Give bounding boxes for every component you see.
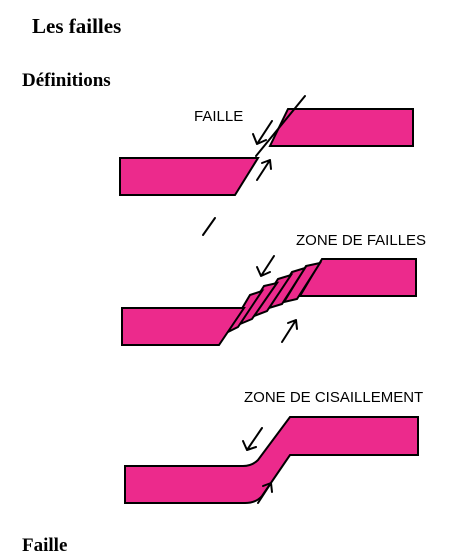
fault-panel: FAILLE	[119, 95, 414, 236]
fault-zone-sliver-1	[281, 261, 323, 304]
fault-plane-line-top	[255, 95, 306, 157]
fault-label: FAILLE	[194, 108, 243, 125]
fault-zone-upper-block	[298, 258, 417, 297]
shear-zone-arrow-up-icon	[257, 482, 273, 504]
fault-zone-panel: ZONE DE FAILLES	[121, 232, 426, 346]
section-heading-definitions: Définitions	[22, 70, 111, 91]
fault-lower-block	[119, 157, 260, 196]
shear-zone-panel: ZONE DE CISAILLEMENT	[124, 389, 423, 504]
shear-zone-label: ZONE DE CISAILLEMENT	[244, 389, 423, 406]
fault-zone-arrow-up-icon	[281, 319, 298, 343]
fault-zone-sliver-2	[266, 266, 308, 310]
fault-zone-label: ZONE DE FAILLES	[296, 232, 426, 249]
fault-zone-sliver-3	[251, 273, 294, 319]
page-title: Les failles	[32, 14, 122, 38]
shear-zone-arrow-down-icon	[242, 427, 263, 451]
fault-zone-arrow-down-icon	[256, 255, 275, 277]
fault-zone-lower-block	[121, 307, 246, 346]
fault-arrow-down-icon	[252, 120, 273, 145]
fault-zone-sliver-5	[225, 289, 265, 335]
shear-zone-bent-layer	[124, 416, 419, 504]
fault-upper-block	[268, 108, 414, 147]
fault-zone-sliver-4	[237, 281, 280, 327]
fault-arrow-up-icon	[256, 159, 272, 181]
fault-plane-line-bottom	[202, 217, 216, 236]
section-heading-faille: Faille	[22, 535, 68, 556]
